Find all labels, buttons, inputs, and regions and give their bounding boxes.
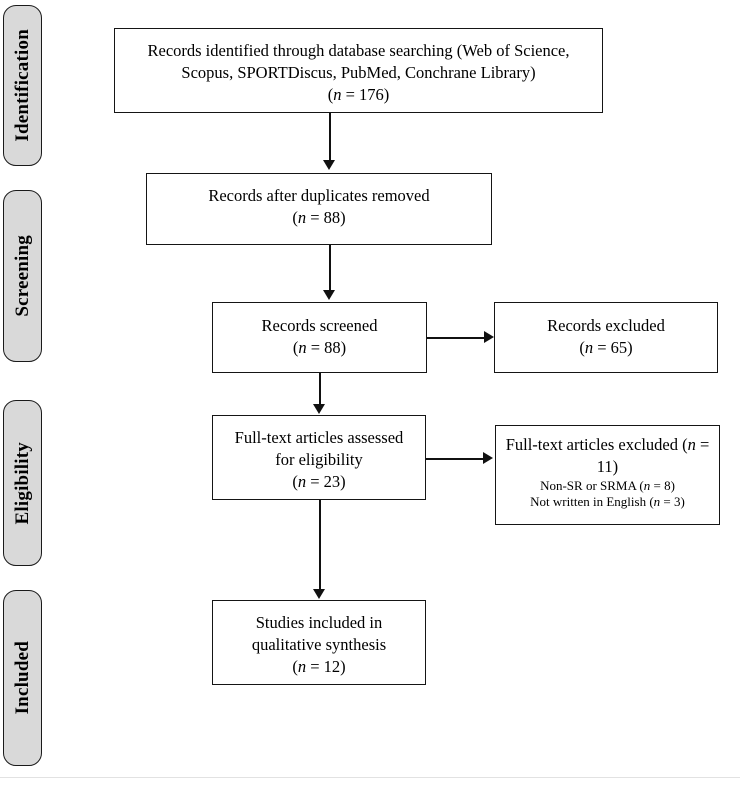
connector-after-duplicates-to-screened — [329, 245, 331, 291]
fulltext-assessed-n-symbol: n — [297, 471, 307, 491]
box-fulltext-assessed[interactable]: Full-text articles assessed for eligibil… — [212, 415, 426, 500]
fulltext-assessed-n-value: = 23) — [306, 471, 346, 491]
stage-tab-screening-label: Screening — [11, 235, 33, 317]
studies-included-n-symbol: n — [297, 656, 307, 676]
fulltext-excluded-reason-2: Not written in English (n = 3) — [496, 494, 719, 511]
figure-bottom-rule — [0, 777, 740, 778]
stage-tab-included[interactable]: Included — [3, 590, 42, 766]
arrow-screened-to-records-excluded — [484, 331, 494, 343]
records-excluded-line1: Records excluded — [547, 316, 665, 335]
box-records-after-duplicates[interactable]: Records after duplicates removed (n = 88… — [146, 173, 492, 245]
stage-tab-included-label: Included — [11, 641, 33, 715]
fulltext-excluded-reason-1-text: Non-SR or SRMA ( — [540, 477, 644, 493]
fulltext-assessed-count: (n = 23) — [292, 471, 346, 491]
fulltext-excluded-headline: Full-text articles excluded (n = — [496, 434, 719, 456]
fulltext-excluded-n-symbol: n — [687, 435, 696, 454]
records-screened-line1: Records screened — [261, 316, 378, 335]
connector-fulltext-assessed-to-fulltext-excluded — [426, 458, 484, 460]
fulltext-assessed-line1: Full-text articles assessed — [234, 428, 404, 447]
box-studies-included[interactable]: Studies included in qualitative synthesi… — [212, 600, 426, 685]
records-excluded-n-symbol: n — [584, 337, 594, 357]
connector-screened-to-records-excluded — [427, 337, 485, 339]
fulltext-assessed-line2: for eligibility — [275, 449, 363, 469]
box-records-identified[interactable]: Records identified through database sear… — [114, 28, 603, 113]
arrow-identified-to-after-duplicates — [323, 160, 335, 170]
records-identified-n-symbol: n — [333, 84, 342, 104]
fulltext-excluded-reason-1-n-symbol: n — [643, 477, 651, 493]
connector-fulltext-assessed-to-included — [319, 500, 321, 590]
connector-screened-to-fulltext-assessed — [319, 373, 321, 406]
studies-included-count: (n = 12) — [292, 656, 346, 676]
records-identified-count: (n = 176) — [327, 84, 390, 104]
arrow-fulltext-assessed-to-included — [313, 589, 325, 599]
studies-included-line2: qualitative synthesis — [251, 634, 387, 654]
fulltext-excluded-headline-text-a: Full-text articles excluded ( — [505, 435, 688, 454]
fulltext-excluded-reason-2-text: Not written in English ( — [530, 494, 654, 510]
stage-tab-eligibility-label: Eligibility — [11, 441, 33, 525]
fulltext-excluded-reason-2-value: = 3) — [660, 494, 685, 510]
studies-included-line1: Studies included in — [255, 613, 383, 632]
arrow-after-duplicates-to-screened — [323, 290, 335, 300]
box-records-excluded[interactable]: Records excluded (n = 65) — [494, 302, 718, 373]
records-identified-line2: Scopus, SPORTDiscus, PubMed, Conchrane L… — [181, 62, 536, 82]
records-screened-n-symbol: n — [298, 337, 307, 357]
records-identified-n-value: = 176) — [341, 84, 390, 104]
records-screened-count: (n = 88) — [292, 337, 347, 357]
records-after-duplicates-count: (n = 88) — [292, 207, 346, 227]
arrow-screened-to-fulltext-assessed — [313, 404, 325, 414]
connector-identified-to-after-duplicates — [329, 113, 331, 161]
arrow-fulltext-assessed-to-fulltext-excluded — [483, 452, 493, 464]
records-excluded-count: (n = 65) — [579, 337, 633, 357]
studies-included-n-value: = 12) — [306, 656, 346, 676]
records-identified-line1: Records identified through database sear… — [147, 41, 570, 60]
records-after-duplicates-n-value: = 88) — [306, 207, 346, 227]
fulltext-excluded-headline-text-b: = — [695, 435, 710, 454]
records-after-duplicates-line1: Records after duplicates removed — [208, 186, 430, 205]
records-after-duplicates-n-symbol: n — [297, 207, 307, 227]
records-excluded-n-value: = 65) — [593, 337, 633, 357]
stage-tab-identification[interactable]: Identification — [3, 5, 42, 166]
fulltext-excluded-headline-value: 11) — [596, 456, 619, 476]
stage-tab-screening[interactable]: Screening — [3, 190, 42, 362]
fulltext-excluded-reason-1: Non-SR or SRMA (n = 8) — [496, 478, 719, 495]
box-fulltext-excluded[interactable]: Full-text articles excluded (n = 11) Non… — [495, 425, 720, 525]
box-records-screened[interactable]: Records screened (n = 88) — [212, 302, 427, 373]
fulltext-excluded-reason-2-n-symbol: n — [653, 494, 661, 510]
records-screened-n-value: = 88) — [306, 337, 347, 357]
stage-tab-eligibility[interactable]: Eligibility — [3, 400, 42, 566]
stage-tab-identification-label: Identification — [11, 29, 33, 142]
fulltext-excluded-reason-1-value: = 8) — [650, 477, 675, 493]
